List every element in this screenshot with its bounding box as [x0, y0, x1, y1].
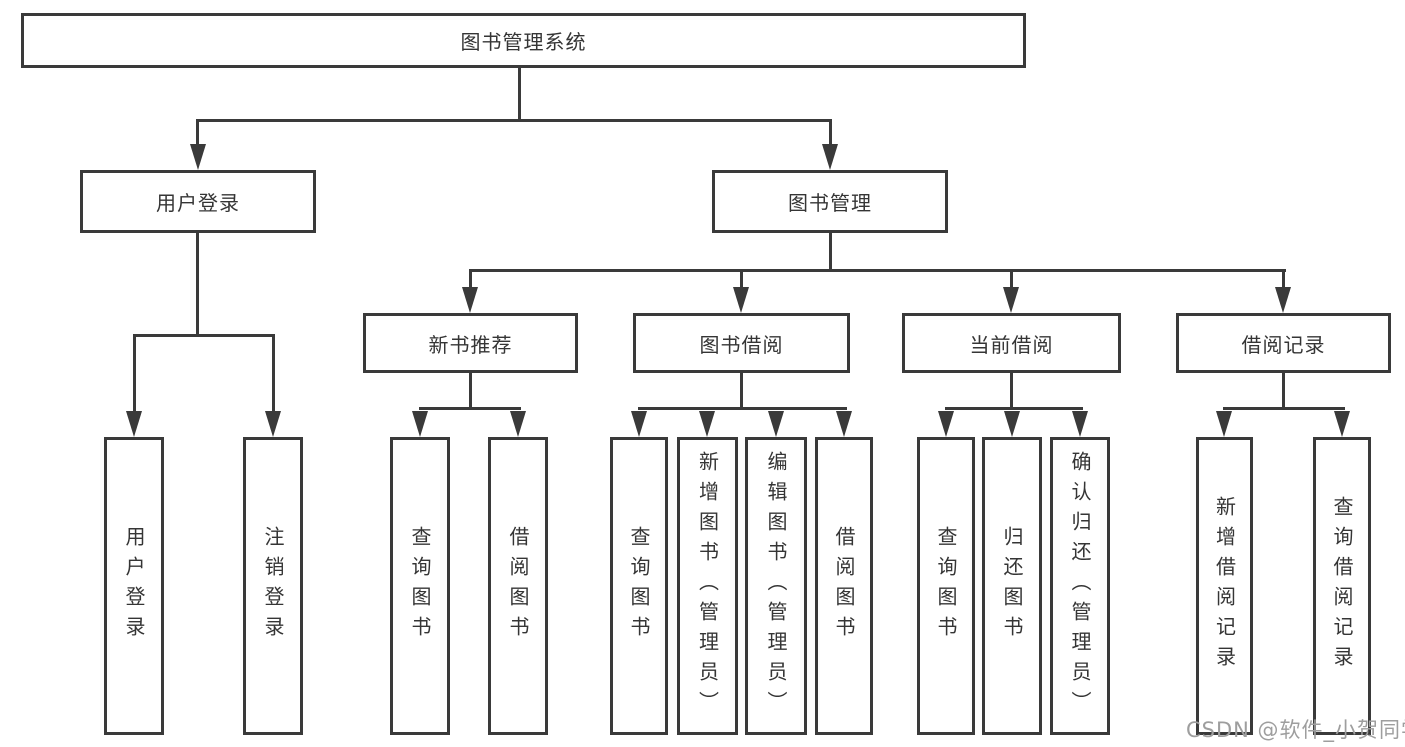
connector-line — [196, 119, 832, 122]
node-root-label: 图书管理系统 — [460, 30, 587, 54]
arrowhead-down-icon — [190, 144, 206, 170]
connector-line — [1282, 373, 1285, 409]
connector-line — [133, 334, 275, 337]
leaf-add-books-admin-label: 新增图书（管理员） — [695, 451, 720, 721]
arrowhead-down-icon — [699, 411, 715, 437]
leaf-return-books-label: 归还图书 — [1000, 526, 1024, 646]
connector-line — [133, 336, 136, 414]
connector-line — [1010, 373, 1013, 409]
arrowhead-down-icon — [733, 287, 749, 313]
node-current-borrow-label: 当前借阅 — [969, 332, 1054, 357]
connector-line — [469, 373, 472, 409]
arrowhead-down-icon — [1216, 411, 1232, 437]
connector-line — [469, 269, 1286, 272]
leaf-query-books-2: 查询图书 — [610, 437, 668, 735]
connector-line — [419, 407, 521, 410]
arrowhead-down-icon — [768, 411, 784, 437]
connector-line — [518, 68, 521, 121]
leaf-logout-label: 注销登录 — [261, 526, 285, 646]
leaf-query-books-2-label: 查询图书 — [627, 526, 651, 646]
leaf-edit-books-admin-label: 编辑图书（管理员） — [764, 451, 788, 721]
arrowhead-down-icon — [1334, 411, 1350, 437]
node-current-borrow: 当前借阅 — [902, 313, 1121, 373]
leaf-borrow-books-2-label: 借阅图书 — [832, 526, 856, 646]
leaf-query-books-1-label: 查询图书 — [408, 526, 432, 646]
arrowhead-down-icon — [822, 144, 838, 170]
arrowhead-down-icon — [836, 411, 852, 437]
arrowhead-down-icon — [1275, 287, 1291, 313]
leaf-add-borrow-record: 新增借阅记录 — [1196, 437, 1253, 735]
arrowhead-down-icon — [1072, 411, 1088, 437]
connector-line — [1223, 407, 1345, 410]
arrowhead-down-icon — [126, 411, 142, 437]
csdn-watermark: CSDN @软件_小贺同学 — [1186, 718, 1405, 742]
node-borrow-record: 借阅记录 — [1176, 313, 1391, 373]
connector-line — [638, 407, 847, 410]
leaf-query-books-3: 查询图书 — [917, 437, 975, 735]
node-new-book-recommend-label: 新书推荐 — [428, 332, 513, 357]
arrowhead-down-icon — [462, 287, 478, 313]
connector-line — [740, 271, 743, 290]
arrowhead-down-icon — [1004, 411, 1020, 437]
connector-line — [1282, 271, 1285, 290]
connector-line — [829, 120, 832, 147]
connector-line — [740, 373, 743, 409]
connector-line — [469, 271, 472, 290]
node-book-borrow: 图书借阅 — [633, 313, 850, 373]
arrowhead-down-icon — [510, 411, 526, 437]
leaf-user-login-label: 用户登录 — [122, 526, 146, 646]
leaf-user-login: 用户登录 — [104, 437, 164, 735]
connector-line — [829, 233, 832, 271]
leaf-add-borrow-record-label: 新增借阅记录 — [1212, 496, 1237, 676]
arrowhead-down-icon — [631, 411, 647, 437]
connector-line — [945, 407, 1083, 410]
connector-line — [196, 120, 199, 147]
leaf-edit-books-admin: 编辑图书（管理员） — [745, 437, 807, 735]
leaf-query-books-1: 查询图书 — [390, 437, 450, 735]
arrowhead-down-icon — [1003, 287, 1019, 313]
connector-line — [196, 233, 199, 336]
leaf-query-borrow-record-label: 查询借阅记录 — [1330, 496, 1354, 676]
arrowhead-down-icon — [938, 411, 954, 437]
node-root: 图书管理系统 — [21, 13, 1026, 68]
node-book-management-label: 图书管理 — [788, 191, 872, 215]
leaf-query-books-3-label: 查询图书 — [934, 526, 958, 646]
arrowhead-down-icon — [412, 411, 428, 437]
connector-line — [272, 336, 275, 414]
node-book-borrow-label: 图书借阅 — [699, 332, 784, 357]
leaf-query-borrow-record: 查询借阅记录 — [1313, 437, 1371, 735]
leaf-borrow-books-2: 借阅图书 — [815, 437, 873, 735]
leaf-confirm-return-admin: 确认归还（管理员） — [1050, 437, 1110, 735]
connector-line — [1010, 271, 1013, 290]
leaf-borrow-books-1-label: 借阅图书 — [506, 526, 530, 646]
leaf-return-books: 归还图书 — [982, 437, 1042, 735]
node-user-login: 用户登录 — [80, 170, 316, 233]
node-new-book-recommend: 新书推荐 — [363, 313, 578, 373]
node-borrow-record-label: 借阅记录 — [1241, 332, 1326, 357]
node-user-login-label: 用户登录 — [156, 191, 240, 215]
leaf-borrow-books-1: 借阅图书 — [488, 437, 548, 735]
arrowhead-down-icon — [265, 411, 281, 437]
leaf-confirm-return-admin-label: 确认归还（管理员） — [1068, 451, 1092, 721]
leaf-add-books-admin: 新增图书（管理员） — [677, 437, 738, 735]
leaf-logout: 注销登录 — [243, 437, 303, 735]
node-book-management: 图书管理 — [712, 170, 948, 233]
